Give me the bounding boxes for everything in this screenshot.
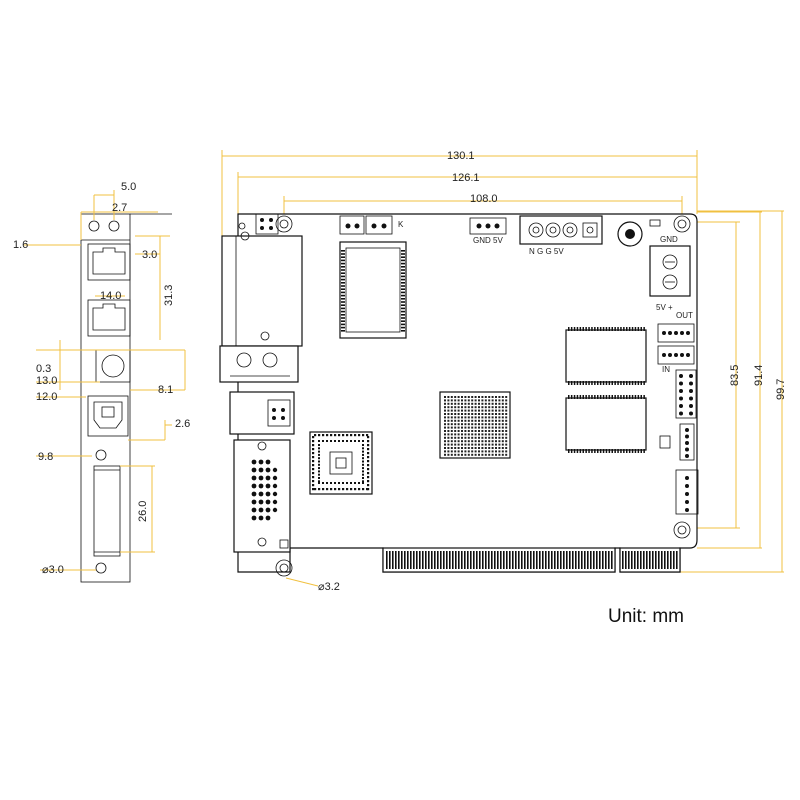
- terminal-block: [649, 245, 691, 297]
- dvi-port-icon: [93, 465, 121, 557]
- power-connector: [519, 215, 603, 245]
- unit-label: Unit: mm: [608, 606, 684, 627]
- dim-126-1: 126.1: [452, 172, 480, 184]
- dim-3-0: 3.0: [142, 249, 157, 261]
- dim-8-1: 8.1: [158, 384, 173, 396]
- output-header: [657, 323, 695, 343]
- silk-gnd-right: GND: [660, 235, 678, 244]
- dim-5-0: 5.0: [121, 181, 136, 193]
- mounting-hole-icon: [275, 559, 293, 577]
- dim-83-5: 83.5: [729, 365, 741, 386]
- silk-out: OUT: [676, 311, 693, 320]
- card-edge-connector: [382, 547, 616, 573]
- qfp-chip: [309, 431, 373, 495]
- side-dimensions: [24, 190, 186, 571]
- dim-108-0: 108.0: [470, 193, 498, 205]
- gnd-5v-header: [469, 217, 507, 235]
- audio-jack-block: [219, 345, 299, 383]
- header-2pin: [339, 215, 365, 235]
- panel-hole-icon: [88, 220, 100, 232]
- dim-hole-3-0: ⌀3.0: [42, 564, 64, 576]
- pcb-board: K GND 5V N G G 5V GND 5V + OUT: [219, 213, 699, 577]
- dim-31-3: 31.3: [163, 285, 175, 306]
- io-panel-outline: [80, 213, 131, 583]
- audio-jack-icon: [101, 354, 125, 378]
- memory-chip: [565, 329, 647, 383]
- mounting-hole-icon: [275, 215, 293, 233]
- jtag-header: [675, 369, 697, 419]
- mounting-hole-icon: [673, 215, 691, 233]
- dim-2-7: 2.7: [112, 202, 127, 214]
- dim-12-0: 12.0: [36, 391, 57, 403]
- dim-14-0: 14.0: [100, 290, 121, 302]
- dim-13-0: 13.0: [36, 375, 57, 387]
- silk-k: K: [398, 220, 404, 229]
- side-view: 5.0 2.7 1.6 3.0 14.0 31.3 0.3 13.0 8.1 1…: [13, 181, 190, 583]
- silk-gnd-5v: GND 5V: [473, 236, 503, 245]
- input-header: [657, 345, 695, 365]
- ram-socket: [339, 241, 407, 339]
- ethernet-connector: [221, 235, 303, 347]
- memory-chip: [565, 397, 647, 451]
- silk-power-pins: N G G 5V: [529, 247, 564, 256]
- dim-99-7: 99.7: [775, 379, 787, 400]
- dim-1-6: 1.6: [13, 239, 28, 251]
- usb-connector: [229, 391, 295, 435]
- header-2pin: [365, 215, 393, 235]
- mounting-hole-icon: [673, 521, 691, 539]
- silk-in: IN: [662, 365, 670, 374]
- dim-hole-3-2: ⌀3.2: [318, 581, 340, 593]
- dim-9-8: 9.8: [38, 451, 53, 463]
- dim-26-0: 26.0: [137, 501, 149, 522]
- rj45-port-icon: [87, 299, 131, 337]
- dim-2-6: 2.6: [175, 418, 190, 430]
- dim-0-3: 0.3: [36, 363, 51, 375]
- dim-130-1: 130.1: [447, 150, 475, 162]
- small-header: [679, 423, 695, 461]
- panel-hole-icon: [108, 220, 120, 232]
- usb-b-port-icon: [93, 401, 123, 429]
- side-header: [675, 469, 699, 515]
- dim-91-4: 91.4: [753, 365, 765, 386]
- silk-out-5v: 5V +: [656, 303, 673, 312]
- rj45-port-icon: [87, 243, 131, 281]
